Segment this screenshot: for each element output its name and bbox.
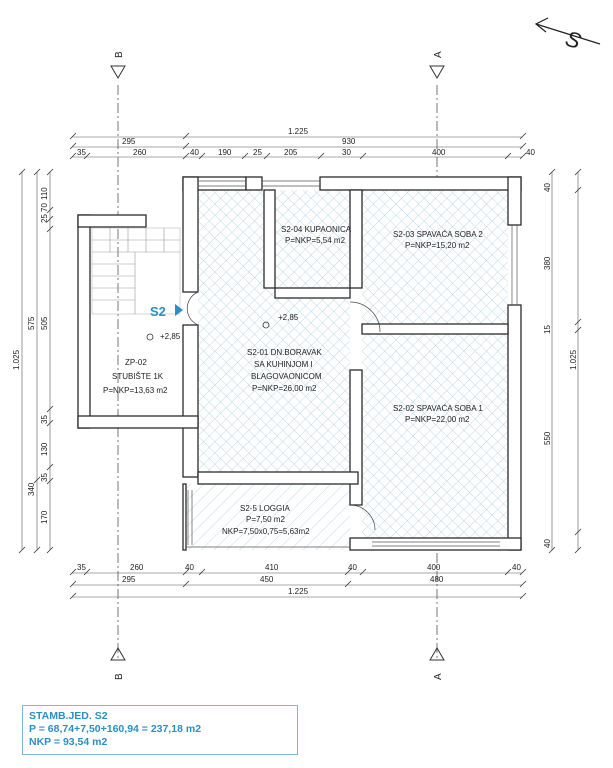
north-label: S <box>562 26 584 54</box>
dimension-lines <box>21 136 579 598</box>
room-loggia-fill <box>184 484 350 550</box>
axis-label-a-top: A <box>433 51 444 58</box>
dim-top-35: 35 <box>77 148 86 157</box>
dim-top-190: 190 <box>218 148 232 157</box>
dim-bottom-35: 35 <box>77 563 86 572</box>
dim-left-170: 170 <box>40 510 49 524</box>
room-boravak-line2: SA KUHINJOM I <box>254 360 313 369</box>
unit-summary-box: STAMB.JED. S2 P = 68,74+7,50+160,94 = 23… <box>22 705 298 755</box>
dim-top-295: 295 <box>122 137 136 146</box>
level-stair: +2,85 <box>160 332 181 341</box>
dim-bottom-40a: 40 <box>185 563 194 572</box>
dim-left-35a: 35 <box>40 415 49 424</box>
dim-bottom-480: 480 <box>430 575 444 584</box>
level-main: +2,85 <box>278 313 299 322</box>
dim-top-400: 400 <box>432 148 446 157</box>
axis-label-a-bottom: A <box>433 673 444 680</box>
room-soba2-area: P=NKP=15,20 m2 <box>405 241 470 250</box>
room-kupaonica-fill <box>275 190 350 288</box>
dim-left-130: 130 <box>40 442 49 456</box>
summary-p: P = 68,74+7,50+160,94 = 237,18 m2 <box>29 723 202 735</box>
axis-label-b-bottom: B <box>114 673 125 680</box>
dim-top-205: 205 <box>284 148 298 157</box>
dim-bottom-410: 410 <box>265 563 279 572</box>
room-kupaonica-area: P=NKP=5,54 m2 <box>285 236 346 245</box>
level-marker-icon <box>146 321 270 341</box>
dim-right-550: 550 <box>543 431 552 445</box>
axis-label-b-top: B <box>114 51 125 58</box>
dim-bottom-40c: 40 <box>512 563 521 572</box>
dim-bottom-450: 450 <box>260 575 274 584</box>
dim-top-930: 930 <box>342 137 356 146</box>
room-loggia-name: S2-5 LOGGIA <box>240 504 290 513</box>
staircase <box>91 227 181 315</box>
entry-arrow-icon <box>175 304 183 316</box>
summary-title: STAMB.JED. S2 <box>29 710 108 722</box>
room-boravak-line3: BLAGOVAONICOM <box>251 372 322 381</box>
dim-right-total: 1.025 <box>569 349 578 370</box>
dim-left-25: 25 <box>40 214 49 223</box>
dim-left-110: 110 <box>40 187 49 200</box>
dim-left-total: 1.025 <box>12 349 21 370</box>
north-arrow-icon <box>534 17 601 45</box>
dim-bottom-260: 260 <box>130 563 144 572</box>
dim-left-340: 340 <box>27 482 36 496</box>
door-swings <box>186 291 381 531</box>
room-soba1-name: S2-02 SPAVAĆA SOBA 1 <box>393 404 483 413</box>
summary-nkp: NKP = 93,54 m2 <box>29 736 108 748</box>
room-loggia-area: P=7,50 m2 <box>246 515 285 524</box>
dim-bottom-40b: 40 <box>348 563 357 572</box>
dim-left-505: 505 <box>40 316 49 330</box>
room-loggia-nkp: NKP=7,50x0,75=5,63m2 <box>222 527 310 536</box>
dim-left-35b: 35 <box>40 473 49 482</box>
room-soba1-fill <box>362 334 508 538</box>
walls <box>77 176 522 551</box>
dim-left-70: 70 <box>40 203 49 212</box>
room-stubiste-area: P=NKP=13,63 m2 <box>103 386 168 395</box>
dim-right-380: 380 <box>543 256 552 270</box>
dim-top-25: 25 <box>253 148 262 157</box>
dim-top-total: 1.225 <box>288 127 309 136</box>
dim-bottom-400: 400 <box>427 563 441 572</box>
dim-top-40a: 40 <box>190 148 199 157</box>
windows <box>186 180 518 548</box>
dim-right-40a: 40 <box>543 183 552 192</box>
dim-top-30: 30 <box>342 148 351 157</box>
dim-left-575: 575 <box>27 316 36 330</box>
room-soba2-name: S2-03 SPAVAĆA SOBA 2 <box>393 230 483 239</box>
dim-bottom-295: 295 <box>122 575 136 584</box>
dim-bottom-total: 1.225 <box>288 587 309 596</box>
room-stubiste-line2: STUBIŠTE 1K <box>112 372 164 381</box>
room-stubiste-line1: ZP-02 <box>125 358 147 367</box>
room-boravak-line1: S2-01 DN.BORAVAK <box>247 348 323 357</box>
room-kupaonica-name: S2-04 KUPAONICA <box>281 225 352 234</box>
room-soba1-area: P=NKP=22,00 m2 <box>405 415 470 424</box>
room-boravak-area: P=NKP=26,00 m2 <box>252 384 317 393</box>
unit-label: S2 <box>150 304 166 319</box>
dim-top-260: 260 <box>133 148 147 157</box>
room-fills <box>184 190 508 550</box>
dim-right-15: 15 <box>543 325 552 334</box>
dim-right-40b: 40 <box>543 539 552 548</box>
room-soba2-fill <box>362 190 508 324</box>
dim-top-40b: 40 <box>526 148 535 157</box>
axis-markers <box>110 65 445 661</box>
dimension-ticks <box>18 132 582 600</box>
